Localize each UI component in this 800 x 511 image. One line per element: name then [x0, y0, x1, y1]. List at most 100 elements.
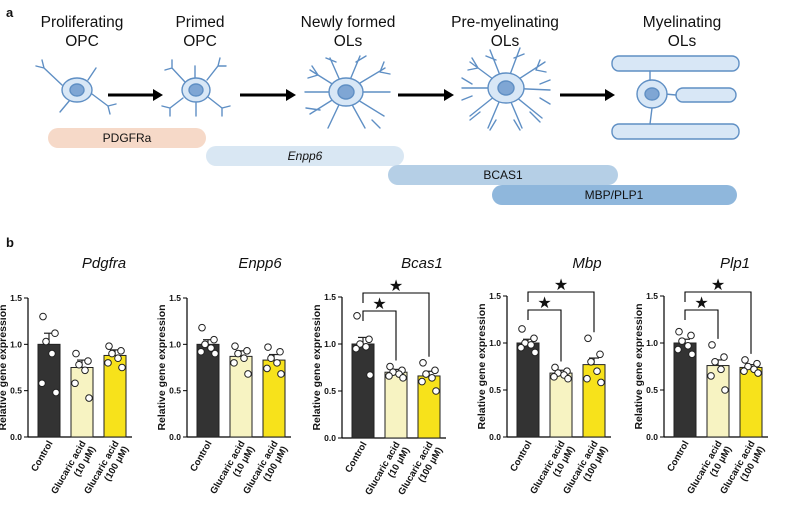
marker-label-bcas1: BCAS1	[483, 168, 523, 182]
stage-title-line2: OLs	[668, 33, 697, 50]
data-point	[422, 370, 430, 378]
data-point	[273, 359, 281, 367]
primed-opc-cell-icon	[161, 57, 231, 117]
y-tick-label: 1.0	[646, 338, 658, 348]
pre-myelinating-ol-cell-icon	[461, 47, 551, 131]
data-point	[234, 349, 242, 358]
y-tick-label: 0.0	[169, 432, 181, 442]
marker-bar-enpp6	[206, 146, 404, 166]
data-point	[720, 353, 728, 361]
category-label: Control	[665, 439, 691, 474]
data-point	[104, 359, 112, 367]
y-tick-label: 1.0	[10, 339, 22, 349]
data-point	[105, 342, 113, 350]
data-point	[564, 374, 572, 383]
data-point	[201, 340, 209, 349]
significance-star: ★	[554, 277, 568, 294]
stage-title-line1: Pre-myelinating	[451, 14, 559, 31]
marker-bar-mbp-plp1	[492, 185, 737, 205]
marker-bar-pdgfra	[48, 128, 206, 148]
data-point	[418, 377, 426, 386]
data-point	[597, 378, 605, 387]
data-point	[264, 343, 272, 351]
bar	[739, 366, 763, 438]
category-label: Control	[343, 440, 369, 475]
chart-title: Enpp6	[238, 255, 282, 272]
data-point	[244, 370, 252, 378]
y-tick-label: 1.5	[646, 291, 658, 301]
data-point	[117, 347, 125, 355]
data-point	[386, 362, 394, 371]
marker-label-enpp6: Enpp6	[288, 149, 323, 163]
stage-title-line2: OPC	[65, 33, 99, 50]
y-tick-label: 0.5	[169, 386, 181, 396]
data-point	[587, 358, 595, 366]
data-point	[708, 341, 716, 349]
data-point	[71, 379, 79, 388]
significance-star: ★	[711, 277, 725, 294]
data-point	[675, 327, 683, 336]
data-point	[740, 367, 748, 376]
data-point	[48, 349, 56, 358]
significance-star: ★	[372, 296, 386, 313]
significance-bracket	[527, 309, 562, 362]
y-axis-label: Relative gene expression	[156, 304, 168, 430]
y-axis-label: Relative gene expression	[311, 304, 323, 430]
data-point	[432, 387, 440, 395]
significance-bracket	[527, 291, 595, 333]
data-point	[596, 350, 604, 359]
data-point	[362, 343, 370, 351]
panel-a-label: a	[6, 5, 14, 20]
data-point	[72, 349, 80, 358]
significance-star: ★	[694, 295, 708, 312]
data-point	[51, 329, 59, 338]
data-point	[431, 366, 439, 375]
data-point	[263, 364, 271, 373]
y-axis-label: Relative gene expression	[0, 304, 9, 430]
marker-label-mbp-plp1: MBP/PLP1	[585, 188, 644, 202]
data-point	[211, 349, 219, 358]
y-tick-label: 0.0	[324, 433, 336, 443]
bar	[384, 371, 408, 439]
y-tick-label: 1.0	[489, 338, 501, 348]
chart-title: Plp1	[720, 255, 750, 272]
data-point	[551, 363, 559, 372]
y-axis-label: Relative gene expression	[633, 303, 645, 429]
stage-title-line2: OLs	[491, 33, 520, 50]
significance-bracket	[684, 291, 752, 354]
bar	[229, 355, 253, 438]
data-point	[399, 374, 407, 382]
data-point	[419, 359, 427, 367]
stage-title-line1: Myelinating	[643, 14, 721, 31]
data-point	[197, 347, 205, 356]
marker-bar-bcas1	[388, 165, 618, 185]
proliferating-opc-cell-icon	[35, 59, 117, 115]
data-point	[583, 374, 591, 383]
data-point	[687, 331, 695, 340]
y-tick-label: 0.0	[489, 432, 501, 442]
y-tick-label: 0.5	[646, 385, 658, 395]
data-point	[584, 334, 592, 343]
data-point	[231, 342, 239, 350]
panel-b-label: b	[6, 235, 14, 250]
y-tick-label: 0.0	[646, 432, 658, 442]
data-point	[207, 344, 215, 352]
chart-title: Mbp	[572, 255, 601, 272]
data-point	[243, 347, 251, 355]
y-tick-label: 1.5	[169, 293, 181, 303]
data-point	[277, 370, 285, 378]
significance-bracket	[362, 292, 430, 357]
data-point	[52, 388, 60, 397]
data-point	[674, 345, 682, 354]
data-point	[753, 359, 761, 368]
data-point	[744, 362, 752, 371]
data-point	[741, 356, 749, 364]
stage-title-line1: Proliferating	[41, 14, 124, 31]
data-point	[210, 335, 218, 344]
bar	[70, 367, 94, 438]
